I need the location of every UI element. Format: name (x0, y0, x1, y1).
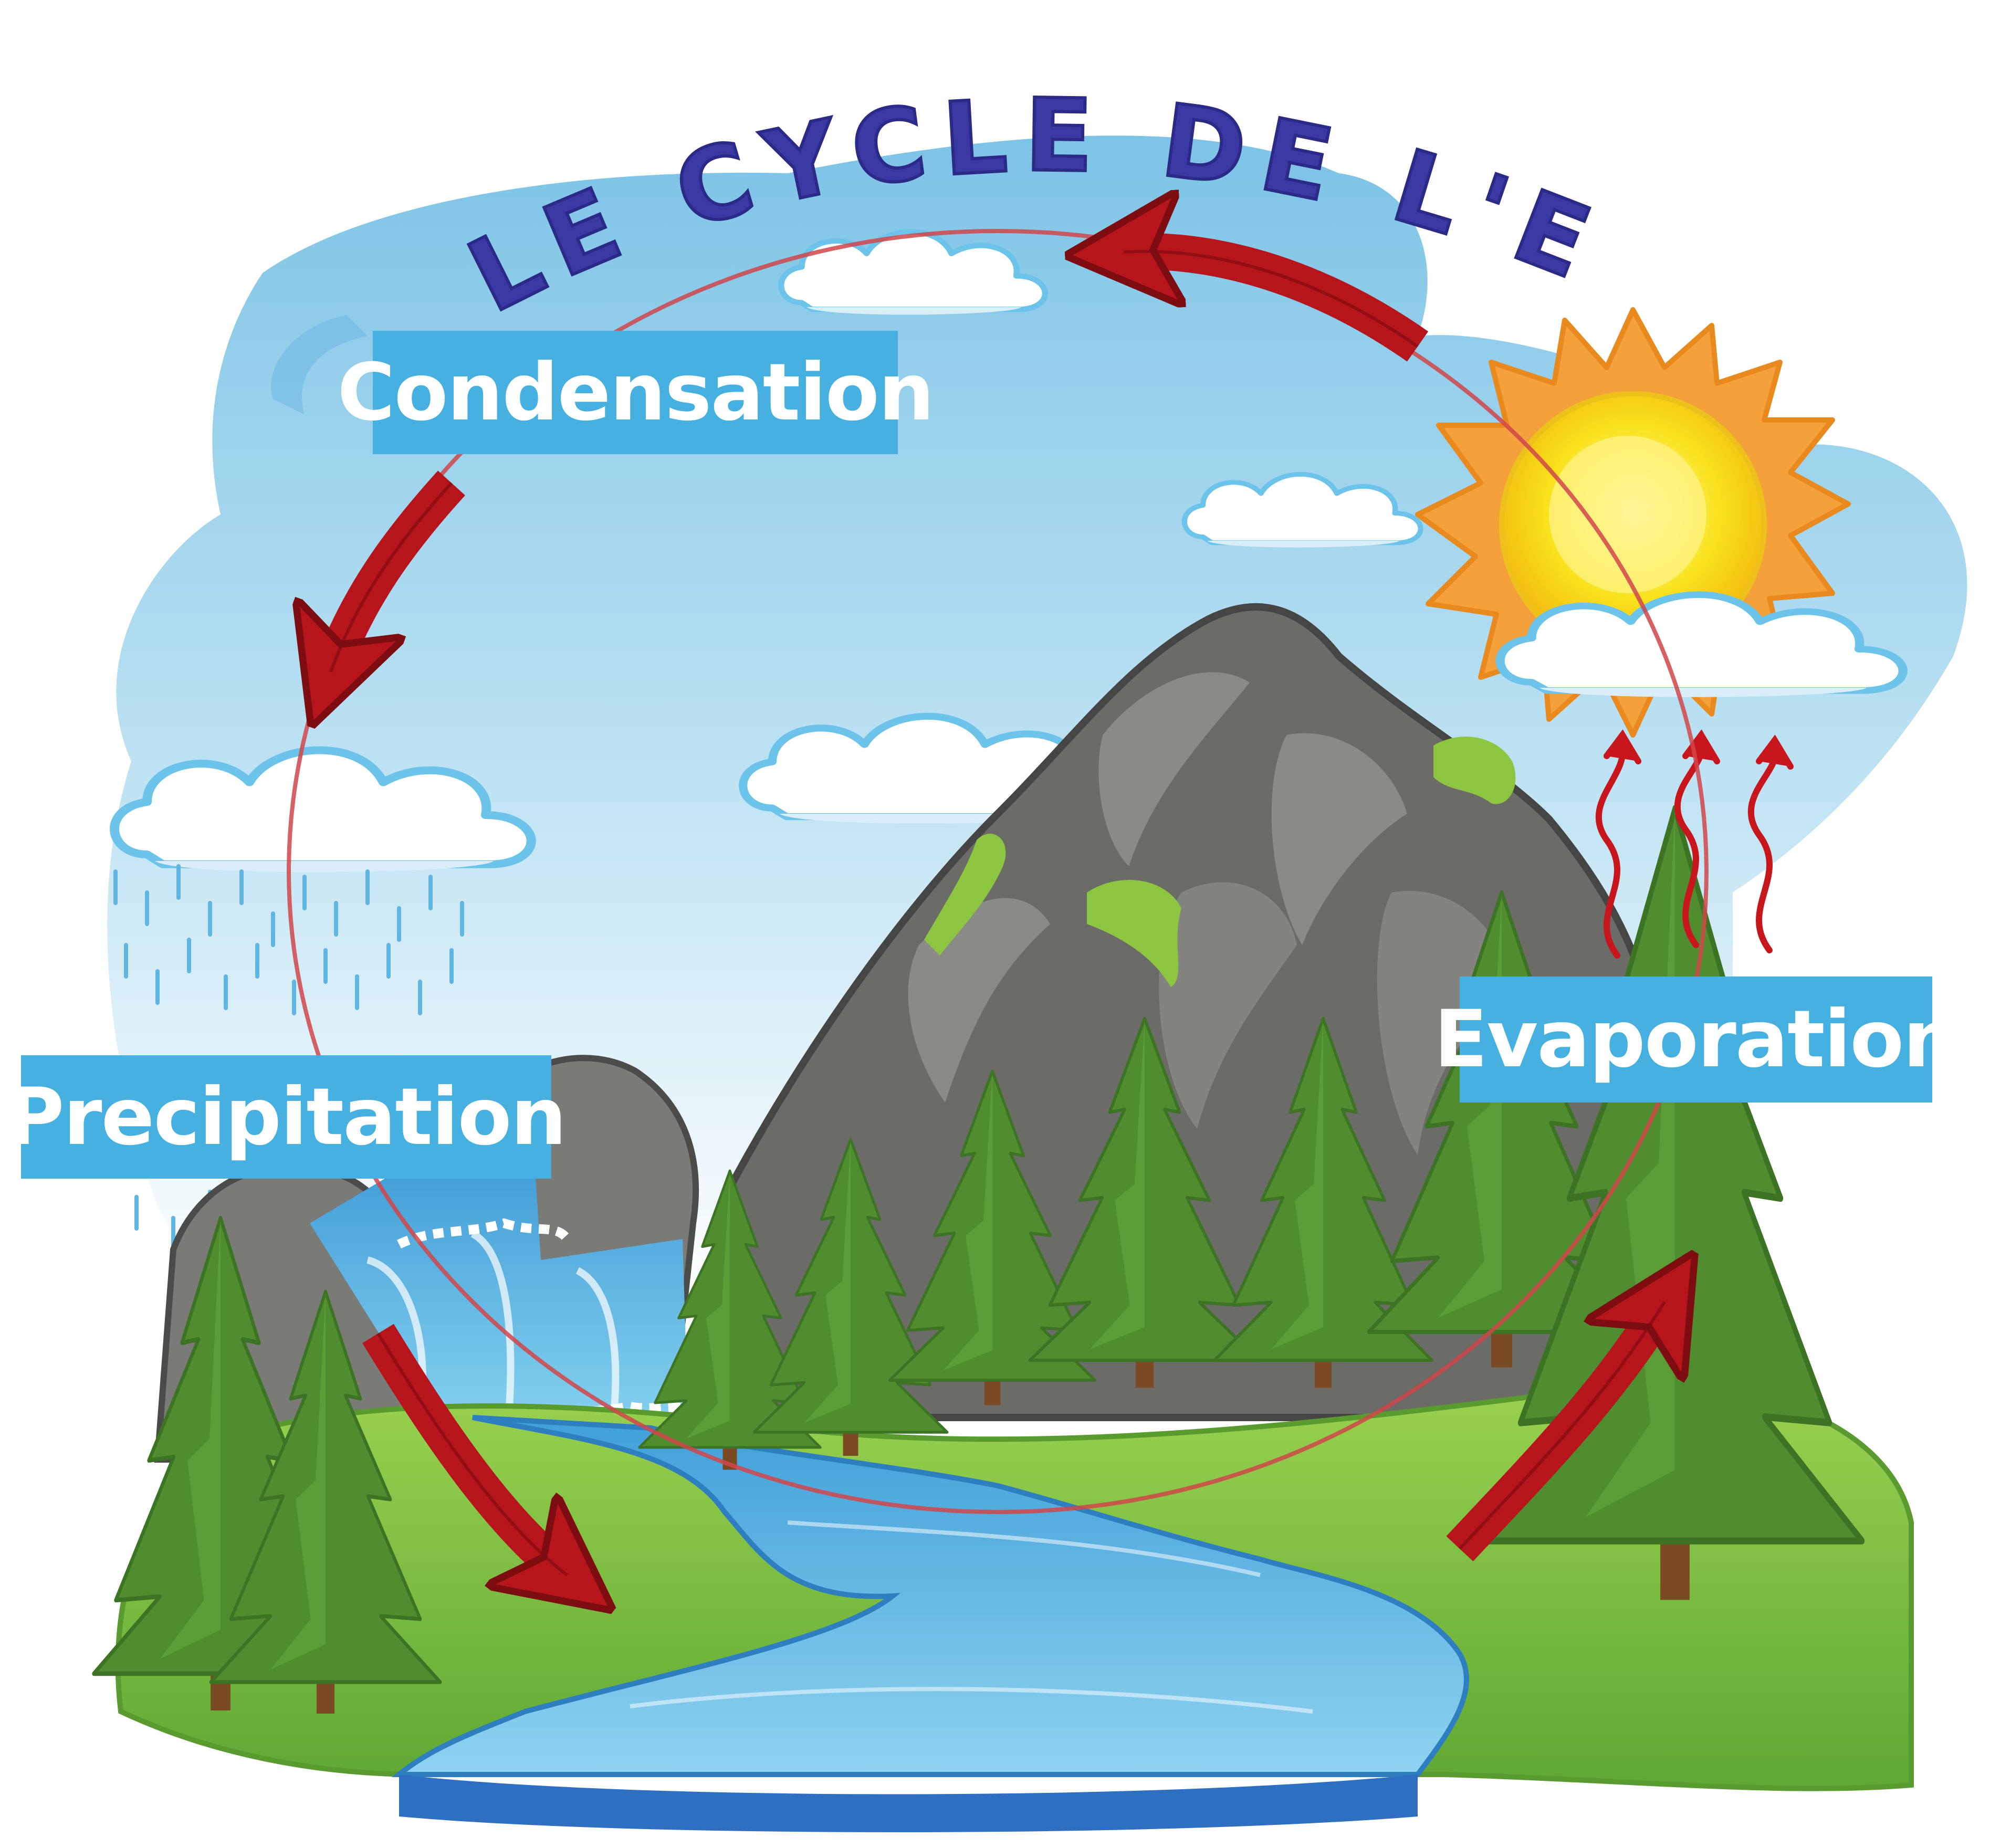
evaporation-arrows (1596, 729, 1794, 959)
cycle-path (287, 229, 1709, 1514)
precipitation-label: Precipitation (7, 1055, 567, 1179)
river-icon (115, 1382, 1914, 1832)
condensation-label: Condensation (337, 331, 935, 454)
evaporation-label: Evaporation (1434, 976, 1959, 1102)
